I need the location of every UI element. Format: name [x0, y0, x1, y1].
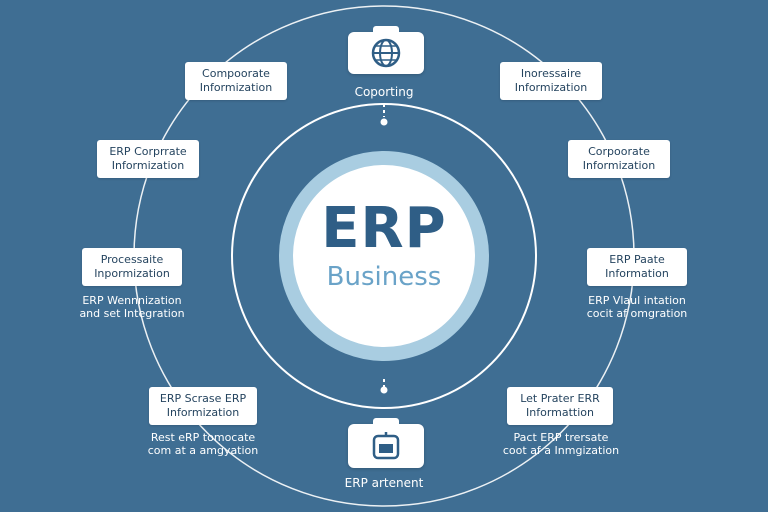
box-bottom-left-line2: Informization	[166, 406, 240, 419]
box-bottom-right-line2: Informattion	[526, 406, 594, 419]
center-subtitle: Business	[326, 262, 442, 292]
box-mid-right-upper: Corpoorate Informization	[568, 140, 670, 178]
box-mid-right-upper-line1: Corpoorate	[588, 145, 650, 158]
box-mid-right: ERP Paate Information	[587, 248, 687, 286]
box-mid-left-upper-line1: ERP Corprrate	[109, 145, 187, 158]
caption-mid-right: ERP Vlaul intation cocit af omgration	[575, 294, 699, 320]
box-mid-left-line1: Processaite	[100, 253, 164, 266]
top-connector-dot	[380, 118, 388, 126]
box-bottom-left: ERP Scrase ERP Informization	[149, 387, 257, 425]
box-top-left-line1: Compoorate	[202, 67, 270, 80]
box-mid-left-upper-line2: Informization	[111, 159, 185, 172]
caption-bottom-right-line2: coot af a Inmgization	[502, 444, 620, 457]
caption-bottom-right: Pact ERP trersate coot af a Inmgization	[498, 431, 624, 457]
box-top-left: Compoorate Informization	[185, 62, 287, 100]
briefcase-icon	[372, 432, 400, 460]
center-title: ERP	[321, 196, 447, 261]
box-mid-left-upper: ERP Corprrate Informization	[97, 140, 199, 178]
box-top-right-line1: Inoressaire	[520, 67, 582, 80]
caption-mid-left: ERP Wennnization and set Integration	[72, 294, 192, 320]
top-node-label: Coporting	[354, 85, 414, 99]
box-bottom-right-line1: Let Prater ERR	[520, 392, 600, 405]
caption-bottom-left-line2: com at a amgyation	[147, 444, 259, 457]
box-mid-right-line2: Information	[605, 267, 669, 280]
caption-mid-right-line2: cocit af omgration	[586, 307, 688, 320]
box-mid-left: Processaite Inpormization	[82, 248, 182, 286]
box-bottom-right: Let Prater ERR Informattion	[507, 387, 613, 425]
bottom-node-box	[348, 418, 424, 468]
box-mid-right-upper-line2: Informization	[582, 159, 656, 172]
box-top-left-line2: Informization	[199, 81, 273, 94]
caption-mid-left-line1: ERP Wennnization	[82, 294, 182, 307]
box-mid-right-line1: ERP Paate	[609, 253, 665, 266]
top-node-box	[348, 26, 424, 74]
caption-mid-right-line1: ERP Vlaul intation	[588, 294, 686, 307]
center-circle	[279, 151, 489, 361]
caption-mid-left-line2: and set Integration	[79, 307, 185, 320]
globe-icon	[371, 38, 401, 68]
caption-bottom-left: Rest eRP tomocate com at a amgyation	[141, 431, 265, 457]
bottom-connector-dot	[380, 386, 388, 394]
bottom-node-label: ERP artenent	[344, 476, 424, 490]
box-bottom-left-line1: ERP Scrase ERP	[159, 392, 247, 405]
caption-bottom-right-line1: Pact ERP trersate	[513, 431, 609, 444]
caption-bottom-left-line1: Rest eRP tomocate	[150, 431, 256, 444]
box-top-right: Inoressaire Informization	[500, 62, 602, 100]
box-mid-left-line2: Inpormization	[94, 267, 170, 280]
box-top-right-line2: Informization	[514, 81, 588, 94]
